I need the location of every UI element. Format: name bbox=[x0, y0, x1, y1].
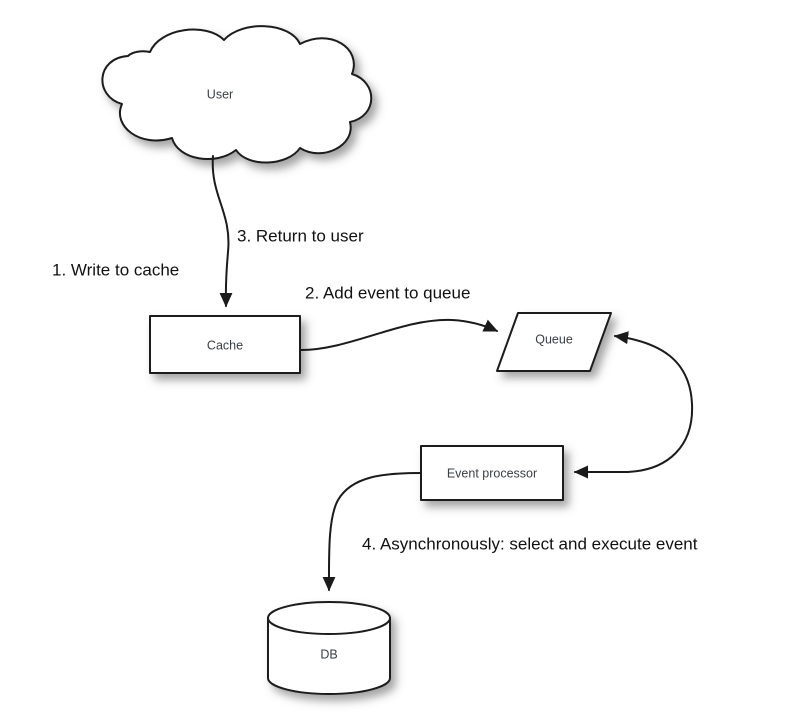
step-label-1: 1. Write to cache bbox=[52, 260, 179, 279]
node-user[interactable]: User bbox=[101, 25, 373, 164]
node-queue[interactable]: Queue bbox=[496, 312, 612, 372]
edge-event-processor-to-db bbox=[322, 472, 421, 592]
node-db-label: DB bbox=[320, 647, 337, 661]
node-queue-label: Queue bbox=[535, 332, 573, 346]
step-label-3: 3. Return to user bbox=[237, 226, 364, 245]
edge-cache-to-queue bbox=[300, 318, 499, 351]
node-event-processor-label: Event processor bbox=[447, 466, 537, 480]
node-cache-label: Cache bbox=[207, 338, 243, 352]
step-label-4: 4. Asynchronously: select and execute ev… bbox=[362, 534, 698, 553]
node-db[interactable]: DB bbox=[267, 601, 391, 695]
node-event-processor[interactable]: Event processor bbox=[420, 445, 564, 501]
edge-user-to-cache bbox=[211, 155, 233, 308]
step-label-2: 2. Add event to queue bbox=[305, 283, 470, 302]
edge-queue-to-event-processor bbox=[573, 331, 694, 479]
node-user-label: User bbox=[207, 87, 233, 101]
node-cache[interactable]: Cache bbox=[149, 315, 301, 374]
